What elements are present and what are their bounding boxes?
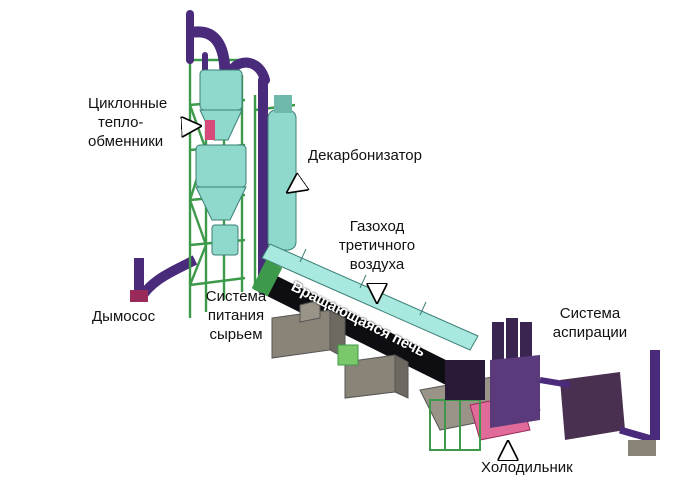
label-text: Декарбонизатор — [308, 147, 422, 164]
label-line: обменники — [88, 133, 164, 150]
label-tertiary-air-duct: Газоход третичного воздуха — [332, 217, 422, 274]
label-aspiration-system: Система аспирации — [540, 304, 640, 342]
label-line: сырьем — [209, 326, 263, 343]
label-arrows — [157, 126, 508, 462]
label-line: воздуха — [349, 256, 405, 273]
label-cyclone-heat-exchangers: Циклонные тепло- обменники — [88, 94, 167, 151]
aspiration-system — [490, 318, 660, 456]
label-decarbonizer: Декарбонизатор — [308, 146, 422, 165]
label-line: Система — [559, 305, 621, 322]
label-raw-feed-system: Система питания сырьем — [193, 287, 279, 344]
label-line: третичного — [338, 237, 416, 254]
decarbonizer-column — [267, 95, 297, 251]
rotary-kiln — [251, 259, 470, 392]
label-line: Циклонные — [88, 95, 168, 112]
label-line: тепло- — [98, 114, 144, 131]
label-text: Холодильник — [481, 459, 573, 476]
label-line: питания — [207, 307, 265, 324]
label-cooler: Холодильник — [481, 458, 573, 477]
exhaust-fan — [130, 255, 198, 303]
label-exhauster: Дымосос — [92, 307, 155, 326]
label-line: Газоход — [349, 218, 405, 235]
label-line: аспирации — [552, 324, 628, 341]
label-line: Система — [205, 288, 267, 305]
raw-feed-machinery — [271, 299, 409, 399]
cyclone-heat-exchangers — [195, 69, 247, 256]
label-text: Дымосос — [92, 308, 156, 325]
